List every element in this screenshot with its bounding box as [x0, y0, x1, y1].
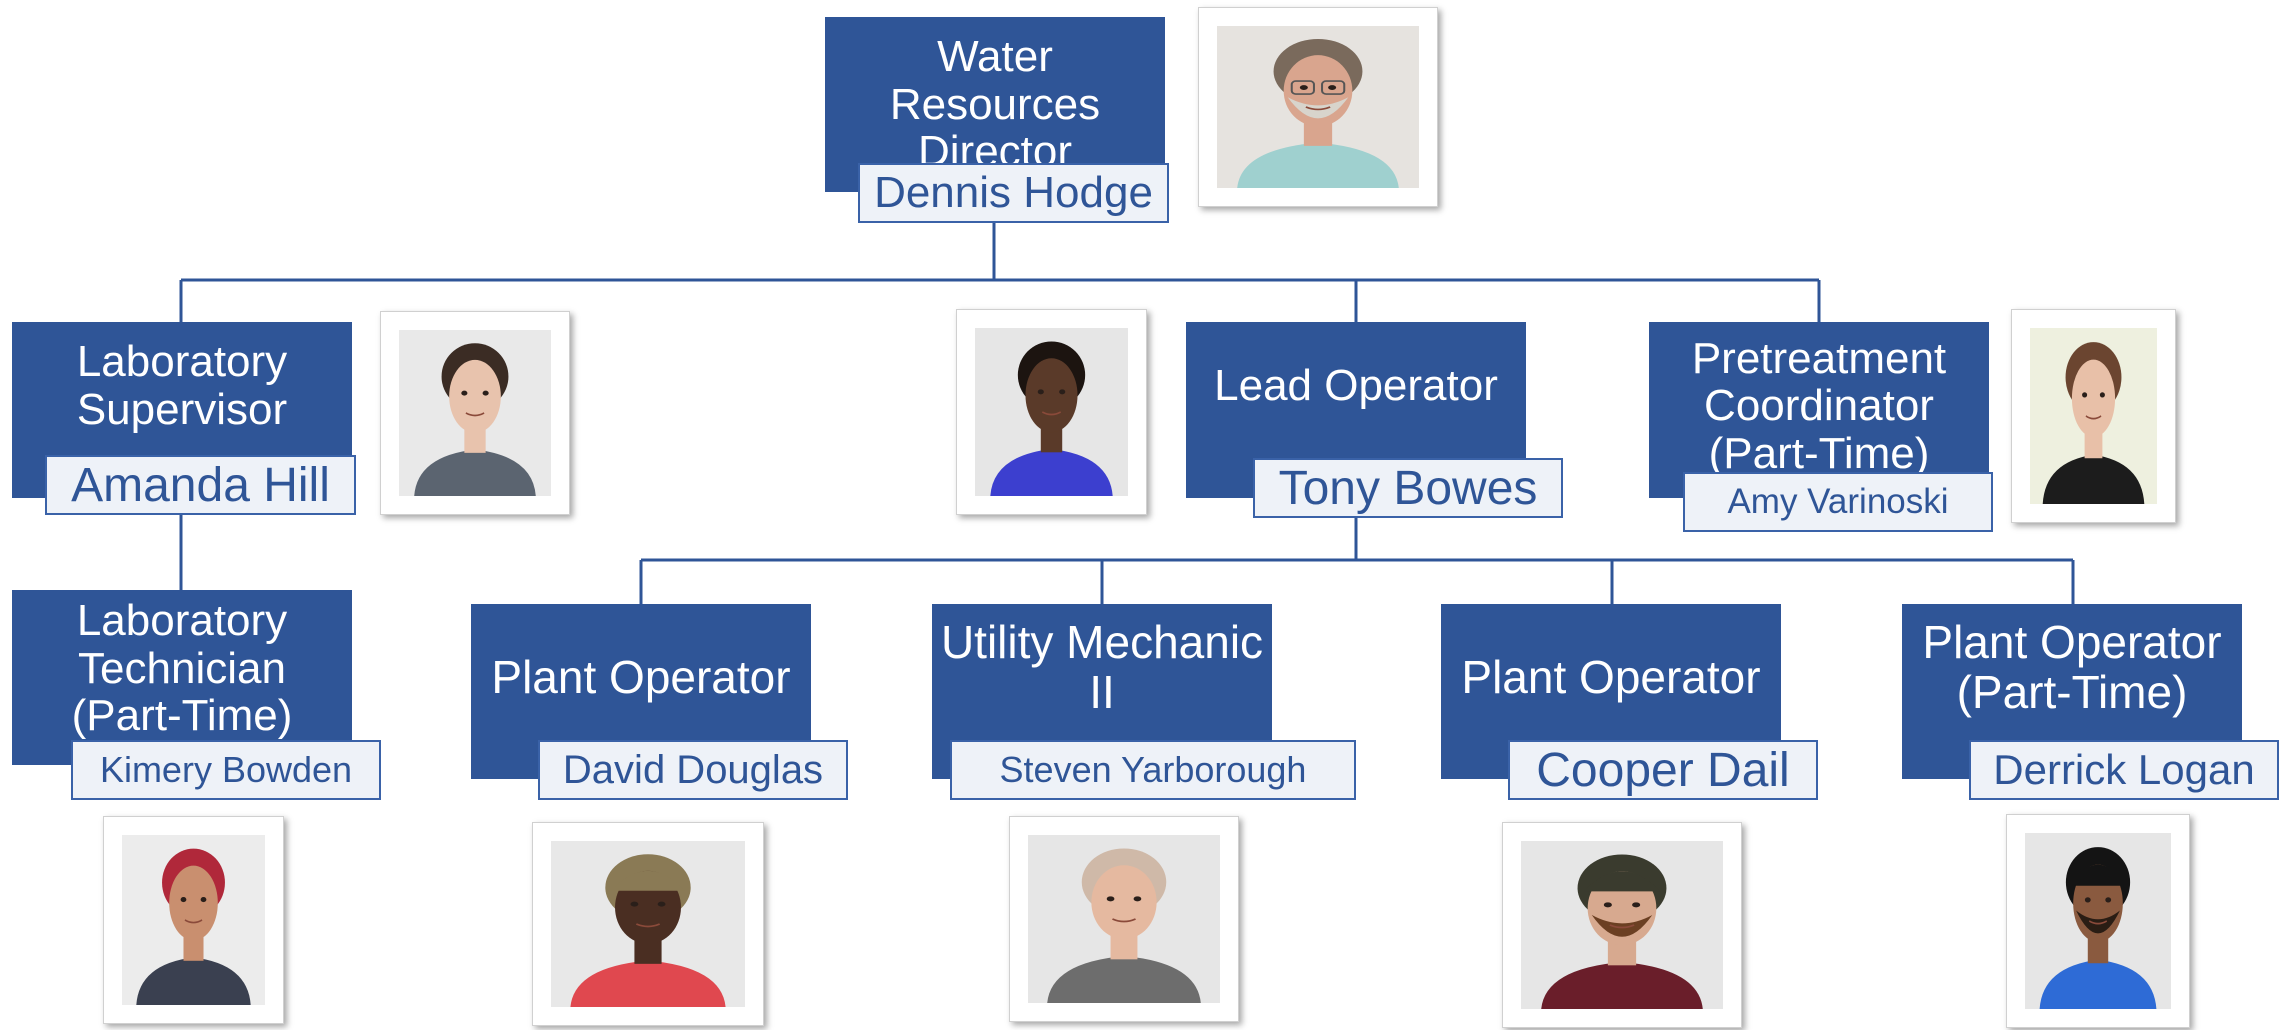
position-title: Pretreatment Coordinator (Part-Time) — [1649, 322, 1989, 498]
cooper-dail-photo — [1502, 822, 1742, 1028]
portrait-eye — [1059, 389, 1066, 395]
portrait-eye — [2082, 392, 2088, 398]
portrait-eye — [180, 897, 187, 903]
portrait-shirt — [414, 449, 536, 496]
portrait-eye — [1299, 85, 1308, 90]
portrait-mouth — [1305, 106, 1331, 111]
portrait-image — [399, 330, 551, 496]
portrait-mouth — [1609, 924, 1635, 929]
employee-name: Kimery Bowden — [71, 740, 381, 800]
portrait-eye — [630, 901, 639, 907]
portrait-eye — [2099, 392, 2105, 398]
employee-name: Derrick Logan — [1969, 740, 2279, 800]
portrait-glasses — [1321, 80, 1346, 95]
portrait-eye — [200, 897, 207, 903]
tony-bowes-photo — [956, 309, 1147, 515]
derrick-logan-photo — [2006, 814, 2190, 1028]
kimery-bowden-photo — [103, 816, 284, 1024]
position-title: Laboratory Technician (Part-Time) — [12, 590, 352, 765]
portrait-beard — [2076, 910, 2120, 934]
portrait-image — [122, 835, 265, 1005]
portrait-shirt — [1541, 961, 1703, 1009]
employee-name: Amanda Hill — [45, 455, 356, 515]
portrait-image — [551, 841, 745, 1007]
portrait-eye — [1133, 896, 1142, 902]
portrait-face — [1091, 865, 1157, 940]
portrait-beard — [1591, 914, 1653, 937]
portrait-eye — [482, 390, 489, 396]
portrait-shirt — [990, 448, 1113, 496]
portrait-cap — [1583, 871, 1661, 892]
portrait-mouth — [2088, 920, 2108, 925]
portrait-eye — [1037, 389, 1044, 395]
portrait-image — [2030, 328, 2157, 504]
portrait-eye — [1328, 85, 1337, 90]
portrait-face — [449, 359, 501, 433]
employee-name: Amy Varinoski — [1683, 472, 1993, 532]
portrait-face — [2071, 359, 2116, 438]
portrait-shirt — [570, 960, 726, 1007]
portrait-image — [975, 328, 1128, 496]
amy-varinoski-photo — [2011, 309, 2176, 523]
portrait-shirt — [2039, 959, 2157, 1009]
portrait-eye — [1603, 902, 1612, 908]
employee-name: David Douglas — [538, 740, 848, 800]
portrait-mouth — [465, 412, 485, 417]
portrait-image — [1217, 26, 1419, 188]
portrait-eye — [1106, 896, 1115, 902]
dennis-hodge-photo — [1198, 7, 1438, 207]
portrait-mouth — [184, 919, 203, 924]
portrait-cap — [2070, 864, 2126, 886]
portrait-mouth — [1112, 918, 1136, 923]
portrait-image — [2025, 833, 2171, 1009]
portrait-beard — [1287, 97, 1349, 119]
portrait-image — [1028, 835, 1220, 1003]
portrait-shirt — [136, 957, 251, 1005]
portrait-shirt — [1237, 142, 1399, 188]
portrait-face — [169, 865, 218, 941]
portrait-face — [1025, 358, 1078, 433]
employee-name: Steven Yarborough — [950, 740, 1356, 800]
portrait-mouth — [1041, 411, 1062, 416]
portrait-cap — [611, 870, 685, 891]
employee-name: Cooper Dail — [1508, 740, 1818, 800]
amanda-hill-photo — [380, 311, 570, 515]
portrait-shirt — [1047, 955, 1201, 1003]
portrait-eye — [461, 390, 468, 396]
portrait-eye — [2105, 897, 2112, 903]
employee-name: Dennis Hodge — [858, 163, 1169, 223]
portrait-shirt — [2042, 454, 2145, 504]
portrait-eye — [657, 901, 666, 907]
portrait-glasses — [1290, 80, 1315, 95]
david-douglas-photo — [532, 822, 764, 1026]
portrait-eye — [1632, 902, 1641, 908]
portrait-mouth — [635, 923, 661, 928]
portrait-eye — [2084, 897, 2091, 903]
steven-yarborough-photo — [1009, 816, 1239, 1022]
portrait-mouth — [2085, 415, 2102, 420]
portrait-image — [1521, 841, 1723, 1009]
employee-name: Tony Bowes — [1253, 458, 1563, 518]
